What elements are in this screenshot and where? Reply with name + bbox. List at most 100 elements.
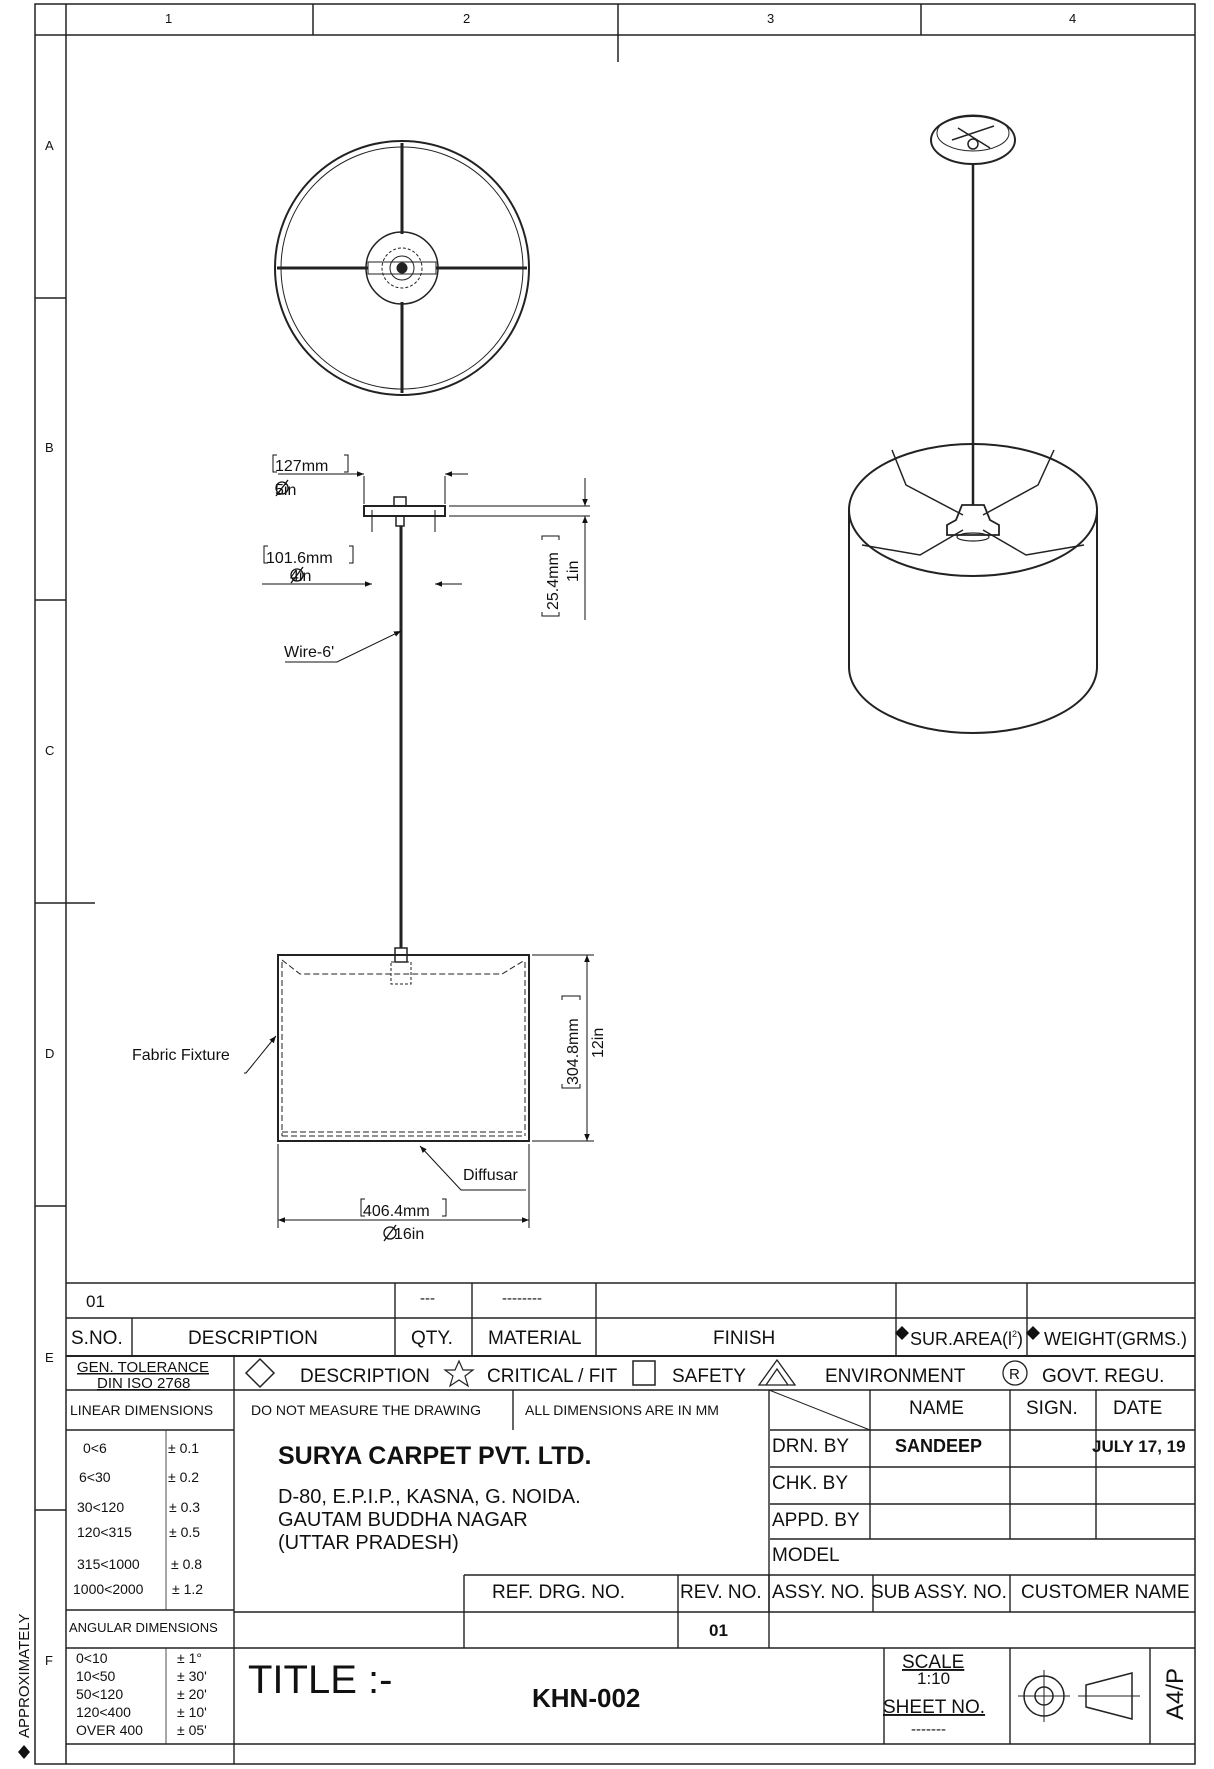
legend-critical: CRITICAL / FIT (487, 1366, 618, 1387)
bom-header-qty: QTY. (411, 1328, 453, 1349)
company-block: SURYA CARPET PVT. LTD. D-80, E.P.I.P., K… (278, 1442, 591, 1554)
bom-header-description: DESCRIPTION (188, 1328, 318, 1349)
checked-by-label: CHK. BY (772, 1473, 848, 1494)
linear-range: 120<315 (77, 1524, 132, 1540)
assy-no-label: ASSY. NO. (772, 1582, 865, 1603)
drawn-by-name: SANDEEP (895, 1436, 982, 1456)
shade-dia-in: 16in (394, 1226, 424, 1243)
company-address-line2: GAUTAM BUDDHA NAGAR (278, 1509, 528, 1531)
reference-row: REF. DRG. NO. REV. NO. ASSY. NO. SUB ASS… (492, 1582, 1190, 1640)
approved-by-label: APPD. BY (772, 1510, 860, 1531)
bom-qty-value: --- (420, 1290, 435, 1307)
company-address-line1: D-80, E.P.I.P., KASNA, G. NOIDA. (278, 1486, 581, 1508)
safety-square-icon (632, 1360, 656, 1386)
shade-dia-mm: 406.4mm (363, 1203, 430, 1220)
ref-drg-no-label: REF. DRG. NO. (492, 1582, 625, 1603)
diamond-icon (1026, 1326, 1040, 1340)
bom-material-value: -------- (502, 1290, 542, 1307)
sheet-no-value: ------- (911, 1721, 946, 1738)
tolerance-heading: GEN. TOLERANCE DIN ISO 2768 (77, 1359, 209, 1392)
angular-range: OVER 400 (76, 1722, 143, 1738)
linear-range: 6<30 (79, 1469, 111, 1485)
zone-row-f: F (45, 1653, 53, 1668)
scale-value: 1:10 (917, 1669, 950, 1688)
fitter-dim-mm: 101.6mm (266, 550, 333, 567)
rev-no-label: REV. NO. (680, 1582, 762, 1603)
linear-tol: ± 0.8 (171, 1556, 202, 1572)
linear-tol: ± 0.1 (168, 1440, 199, 1456)
linear-tol: ± 0.5 (169, 1524, 200, 1540)
wire-callout: Wire-6' (284, 644, 334, 661)
linear-tolerance-table: 0<6 ± 0.1 6<30 ± 0.2 30<120 ± 0.3 120<31… (69, 1440, 218, 1635)
scale-label: SCALE (902, 1652, 964, 1673)
rev-no-value: 01 (709, 1621, 728, 1640)
zone-col-1: 1 (165, 11, 172, 26)
angular-range: 50<120 (76, 1686, 123, 1702)
angular-tol: ± 05' (177, 1722, 207, 1738)
environment-triangle-icon (757, 1358, 797, 1386)
bom-header-sur-area: SUR.AREA(l2) (910, 1329, 1023, 1349)
description-diamond-icon (244, 1357, 276, 1389)
linear-tol: ± 1.2 (172, 1581, 203, 1597)
diameter-symbols (275, 479, 397, 1242)
canopy-height-mm: 25.4mm (545, 552, 562, 610)
angular-tol: ± 30' (177, 1668, 207, 1684)
shade-height-mm: 304.8mm (565, 1018, 582, 1085)
zone-row-b: B (45, 440, 54, 455)
angular-tolerance-table: 0<10 ± 1° 10<50 ± 30' 50<120 ± 20' 120<4… (76, 1650, 207, 1738)
canopy-dim-mm: 127mm (275, 458, 328, 475)
angular-dimensions-label: ANGULAR DIMENSIONS (69, 1620, 218, 1635)
units-note: ALL DIMENSIONS ARE IN MM (525, 1402, 719, 1418)
symbol-legend: DESCRIPTION CRITICAL / FIT SAFETY ENVIRO… (244, 1357, 1164, 1389)
sheet-no-label: SHEET NO. (883, 1697, 985, 1718)
zone-col-2: 2 (463, 11, 470, 26)
signoff-block: DRN. BY SANDEEP JULY 17, 19 CHK. BY APPD… (772, 1436, 1186, 1566)
legend-description: DESCRIPTION (300, 1366, 430, 1387)
linear-tol: ± 0.3 (169, 1499, 200, 1515)
diamond-icon (895, 1326, 909, 1340)
zone-row-c: C (45, 743, 54, 758)
zone-col-4: 4 (1069, 11, 1076, 26)
title-block-lines (66, 1282, 1195, 1764)
diamond-icon (18, 1745, 30, 1759)
top-view (274, 140, 530, 396)
gen-tolerance-title: GEN. TOLERANCE (77, 1359, 209, 1376)
dimension-lines (244, 471, 594, 1228)
signoff-sign-header: SIGN. (1026, 1398, 1078, 1419)
zone-col-3: 3 (767, 11, 774, 26)
signoff-name-header: NAME (909, 1398, 964, 1419)
bom-header-sno: S.NO. (71, 1328, 123, 1349)
bom-header-material: MATERIAL (488, 1328, 582, 1349)
front-view (277, 496, 530, 1142)
signoff-date-header: DATE (1113, 1398, 1162, 1419)
dimension-texts: 127mm 5in 101.6mm 4in 25.4mm 1in 304.8mm… (132, 458, 607, 1243)
notes-row: LINEAR DIMENSIONS DO NOT MEASURE THE DRA… (70, 1398, 1162, 1419)
model-label: MODEL (772, 1545, 840, 1566)
linear-range: 315<1000 (77, 1556, 140, 1572)
legend-safety: SAFETY (672, 1366, 746, 1387)
fabric-fixture-callout: Fabric Fixture (132, 1047, 230, 1064)
angular-tol: ± 10' (177, 1704, 207, 1720)
canopy-height-in: 1in (565, 561, 582, 582)
bom-header-weight: WEIGHT(GRMS.) (1044, 1329, 1187, 1349)
title-row: TITLE :- KHN-002 SCALE 1:10 SHEET NO. --… (248, 1652, 1189, 1738)
bom-header-finish: FINISH (713, 1328, 775, 1349)
shade-height-in: 12in (590, 1028, 607, 1058)
linear-range: 1000<2000 (73, 1581, 144, 1597)
angular-range: 120<400 (76, 1704, 131, 1720)
linear-tol: ± 0.2 (168, 1469, 199, 1485)
bom-table: 01 --- -------- S.NO. DESCRIPTION QTY. M… (71, 1290, 1187, 1349)
sub-assy-no-label: SUB ASSY. NO. (871, 1582, 1007, 1603)
din-iso-title: DIN ISO 2768 (97, 1375, 190, 1392)
legend-govt: GOVT. REGU. (1042, 1366, 1164, 1387)
zone-row-d: D (45, 1046, 54, 1061)
drawn-by-label: DRN. BY (772, 1436, 849, 1457)
angular-tol: ± 1° (177, 1650, 202, 1666)
legend-environment: ENVIRONMENT (825, 1366, 966, 1387)
linear-range: 30<120 (77, 1499, 124, 1515)
angular-range: 0<10 (76, 1650, 108, 1666)
no-measure-note: DO NOT MEASURE THE DRAWING (251, 1402, 481, 1418)
sheet-size: A4/P (1162, 1668, 1189, 1720)
zone-labels: 1 2 3 4 A B C D E F (45, 11, 1076, 1668)
